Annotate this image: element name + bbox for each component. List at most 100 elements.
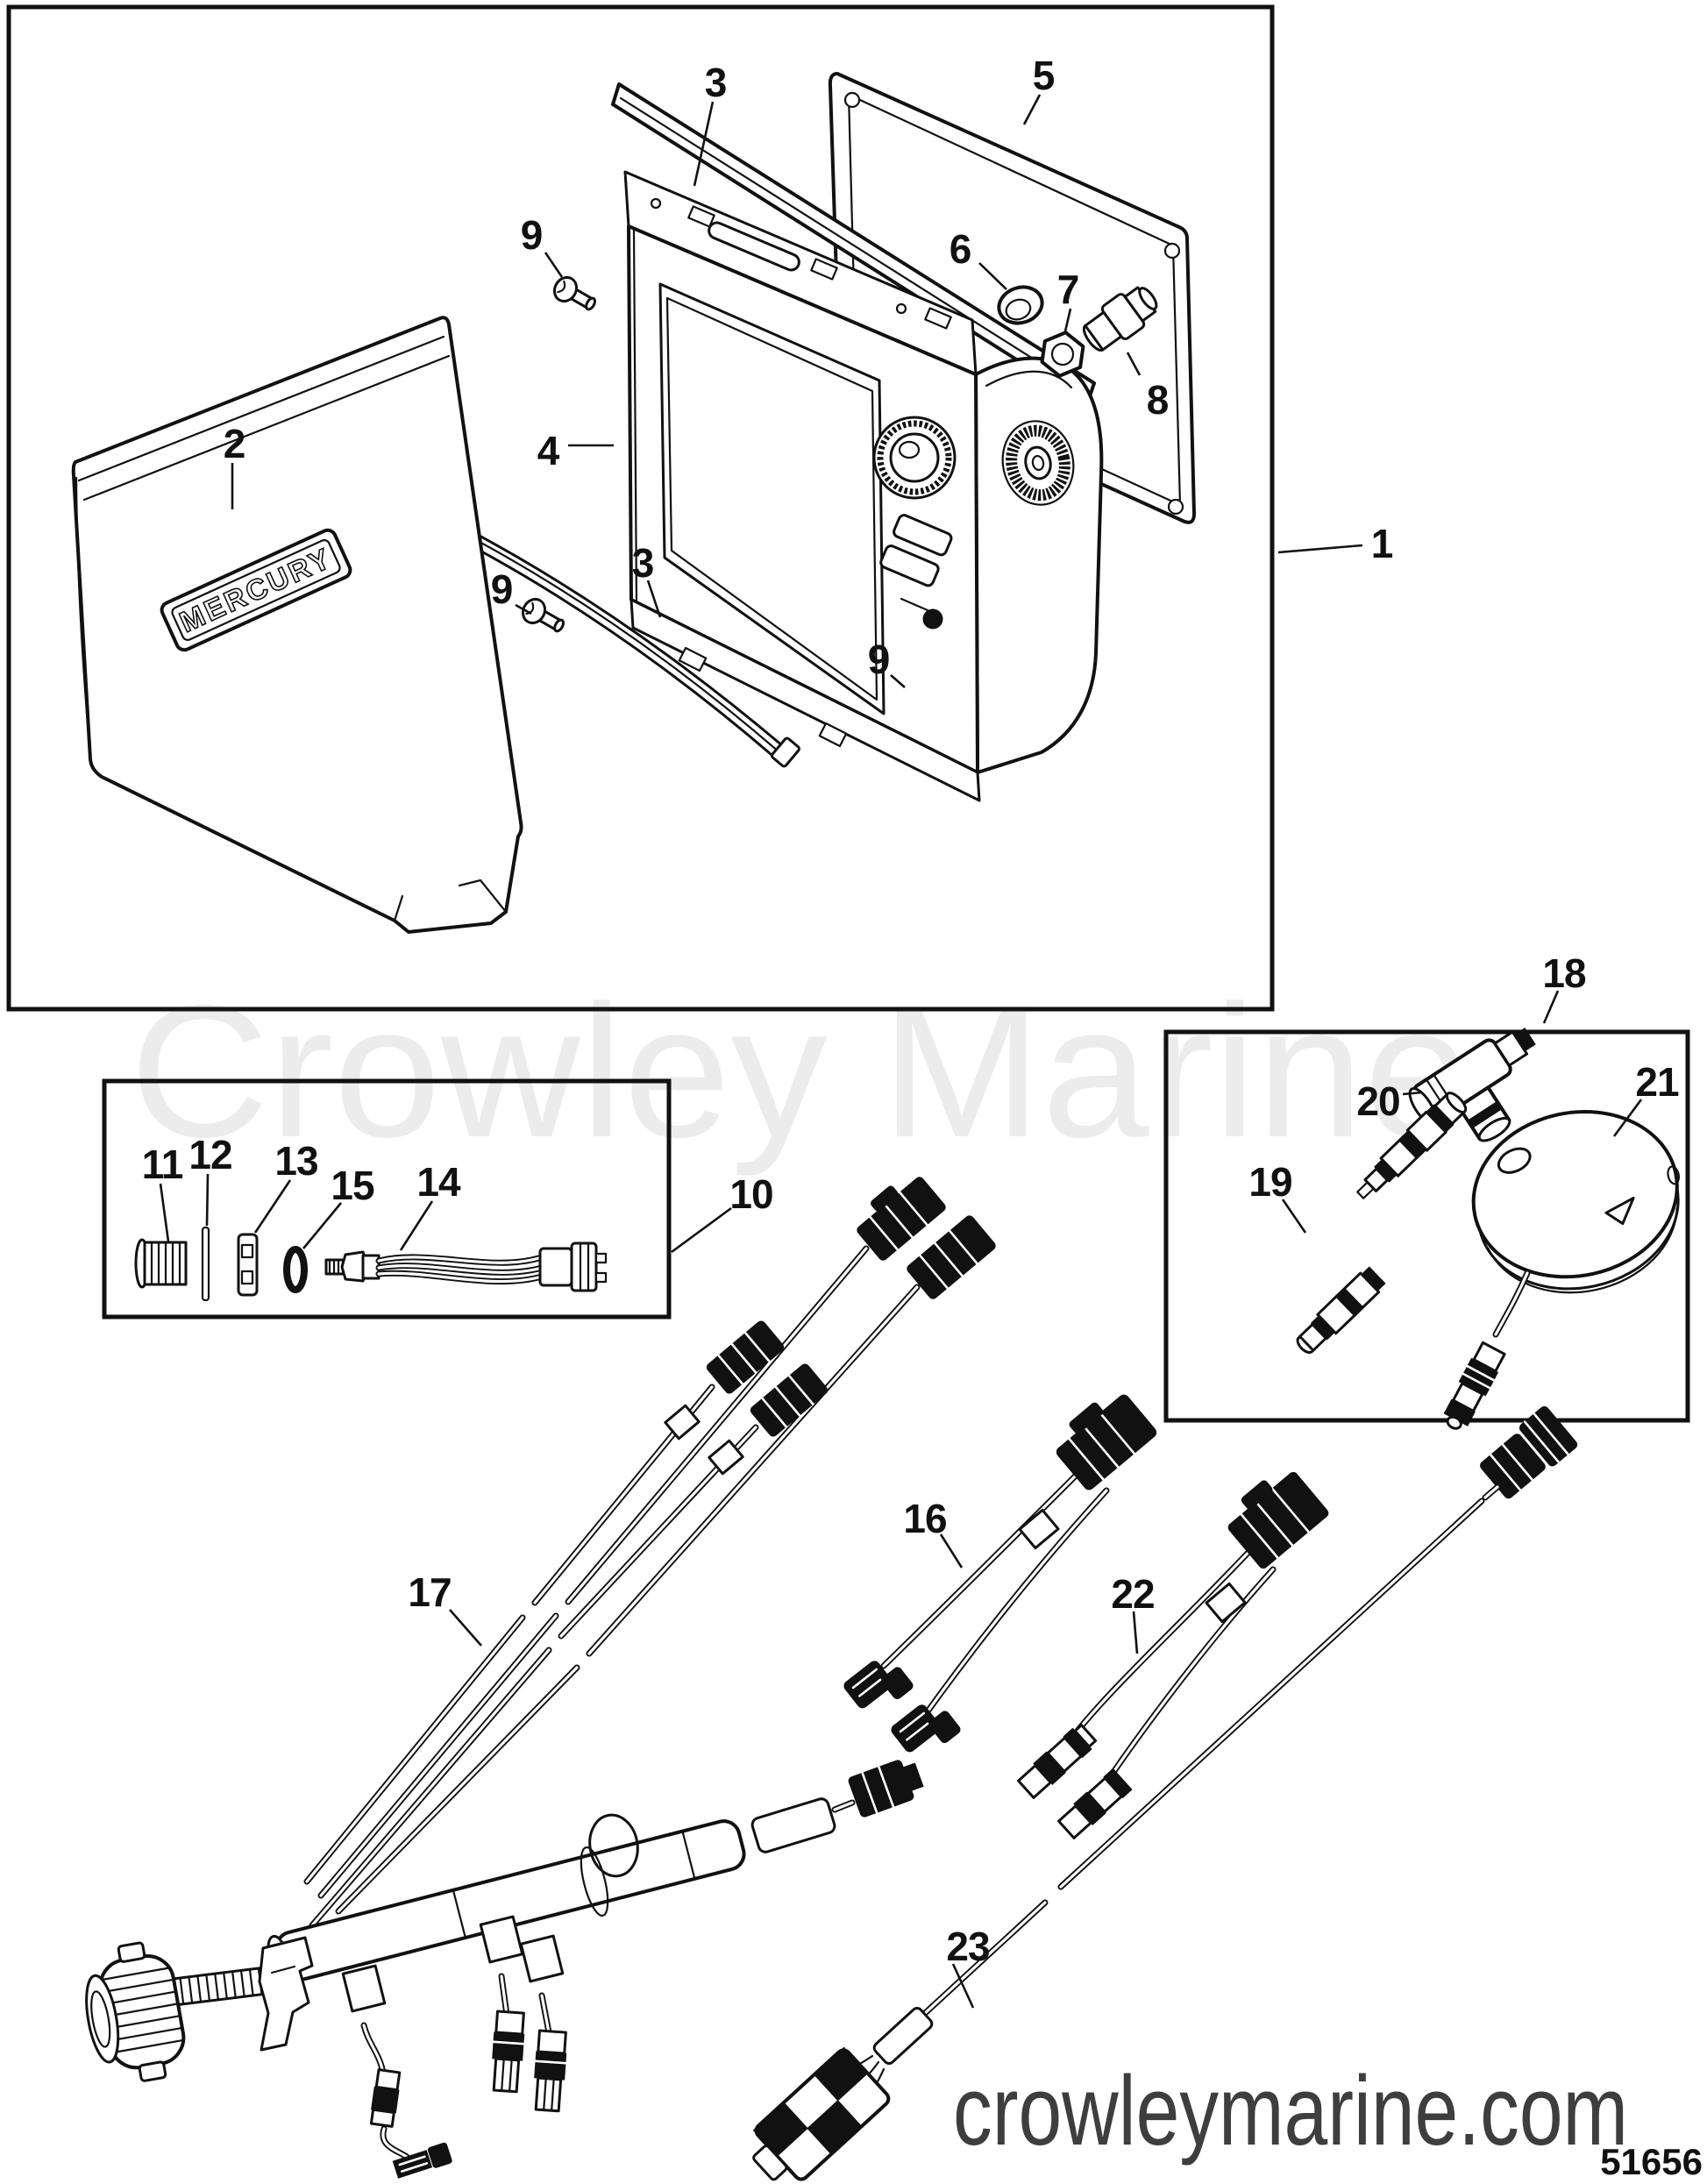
callout-4: 4 <box>537 428 560 473</box>
cable-22-connector <box>1017 1724 1098 1799</box>
harness-drop <box>519 1934 567 2113</box>
power-button <box>922 608 943 630</box>
part-21-connector <box>1443 1341 1506 1430</box>
harness-end-plug <box>848 1760 924 1818</box>
accessory-kit-box <box>1163 1029 1690 1423</box>
display-unit <box>623 170 1104 802</box>
part-11-plug <box>134 1238 188 1289</box>
callout-11: 11 <box>142 1142 183 1187</box>
harness-plug <box>857 1177 946 1261</box>
callout-17: 17 <box>408 1569 451 1615</box>
harness-drop <box>341 1964 452 2179</box>
callout-16: 16 <box>903 1496 946 1541</box>
callout-12: 12 <box>188 1132 231 1177</box>
callout-20: 20 <box>1356 1078 1399 1124</box>
leader-line-17 <box>449 1609 482 1647</box>
leader-line-9 <box>890 674 906 688</box>
callout-7: 7 <box>1057 267 1079 312</box>
screw <box>521 597 565 633</box>
leader-line-18 <box>1542 990 1560 1024</box>
harness-drop <box>479 1915 525 2094</box>
callout-21: 21 <box>1635 1059 1679 1105</box>
leader-line-21 <box>1612 1099 1643 1137</box>
leader-line-6 <box>978 262 1007 290</box>
part-21-dial-puck <box>1471 1109 1681 1294</box>
leader-line-3 <box>646 580 662 618</box>
leader-line-22 <box>1132 1611 1139 1654</box>
main-assembly-box <box>6 4 1275 1012</box>
harness-plug <box>706 1320 785 1394</box>
callout-19: 19 <box>1248 1159 1291 1205</box>
callout-18: 18 <box>1542 950 1586 996</box>
leader-line-19 <box>1281 1199 1307 1234</box>
cable-16-elbow <box>891 1704 961 1753</box>
callout-5: 5 <box>1033 53 1055 98</box>
knurled-connector <box>85 1941 186 2082</box>
part-13-sleeve <box>237 1233 259 1297</box>
harness-plug <box>750 1363 829 1437</box>
leader-line-14 <box>399 1200 434 1251</box>
nut <box>1040 331 1085 378</box>
cable-16-plug <box>1056 1394 1157 1490</box>
leader-line-7 <box>1063 308 1072 332</box>
leader-line-5 <box>1022 94 1042 125</box>
grommet <box>997 285 1044 325</box>
leader-line-3 <box>693 101 715 187</box>
leader-line-20 <box>1402 1091 1423 1096</box>
callout-6: 6 <box>950 226 971 272</box>
cable-23 <box>752 1405 1578 2181</box>
unit-screen <box>658 282 886 715</box>
footer-doc-number: 51656 <box>1600 2141 1703 2182</box>
leader-line-9 <box>515 603 532 615</box>
callout-3: 3 <box>632 540 654 586</box>
small-parts-box <box>102 1078 672 1320</box>
cable-23-plug <box>1480 1405 1578 1499</box>
leader-line-9 <box>544 252 564 278</box>
callout-9: 9 <box>521 212 543 258</box>
plate-screw-hole <box>843 91 861 109</box>
cable-16-elbow <box>843 1661 914 1709</box>
side-dial <box>1001 420 1075 506</box>
part-15-oring <box>283 1246 308 1293</box>
leader-line-13 <box>253 1179 292 1234</box>
callout-2: 2 <box>224 421 245 466</box>
leader-line-23 <box>951 1963 975 2009</box>
cable-22 <box>1017 1471 1329 1839</box>
leader-line-15 <box>302 1202 343 1249</box>
cable-16 <box>843 1394 1157 1753</box>
front-cover: MERCURY <box>71 316 523 934</box>
watermark-text: Crowley Marine <box>130 965 1471 1177</box>
callout-23: 23 <box>946 1924 989 1969</box>
rotary-knob <box>872 416 957 500</box>
callout-13: 13 <box>274 1138 317 1184</box>
part-12-pin <box>201 1226 210 1302</box>
clamp <box>258 1936 314 2052</box>
part-14-adapter-harness <box>324 1241 608 1292</box>
harness-plug <box>907 1215 996 1299</box>
leader-line-10 <box>671 1206 732 1254</box>
cable-22-connector <box>1057 1768 1133 1839</box>
footer-site-text: crowleymarine.com <box>953 2056 1628 2166</box>
callout-8: 8 <box>1147 377 1169 423</box>
leader-line-1 <box>1277 544 1363 554</box>
callout-9: 9 <box>868 637 890 682</box>
threaded-shaft <box>163 1965 274 2007</box>
part-19-connector-upper <box>1356 1092 1468 1199</box>
callout-3: 3 <box>705 60 727 105</box>
part-19-connector-lower <box>1296 1266 1386 1355</box>
leader-line-16 <box>939 1533 964 1569</box>
cable-22-plug <box>1227 1471 1329 1569</box>
screw <box>552 275 597 311</box>
leader-line-12 <box>205 1173 210 1227</box>
callout-14: 14 <box>416 1159 461 1205</box>
unit-buttons <box>879 514 953 587</box>
callout-9: 9 <box>491 566 513 612</box>
harness-17 <box>85 1177 996 2179</box>
leader-line-8 <box>1126 352 1142 376</box>
callout-10: 10 <box>729 1171 772 1217</box>
callout-22: 22 <box>1111 1571 1154 1617</box>
leader-line-11 <box>159 1183 170 1242</box>
